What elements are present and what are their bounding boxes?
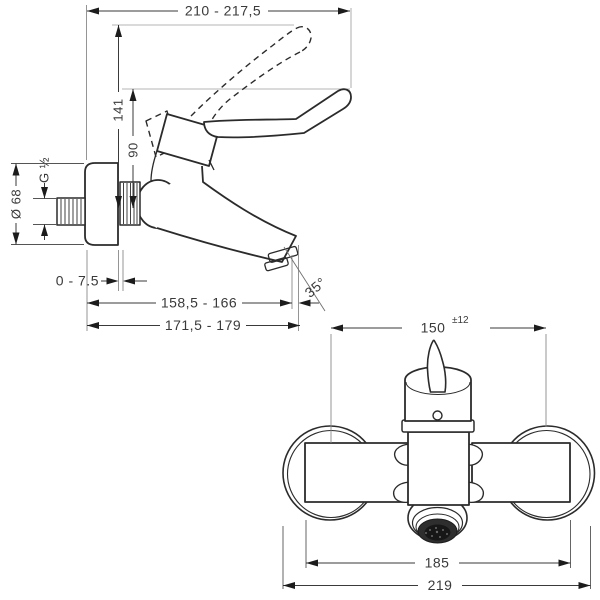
arrowhead <box>578 582 591 589</box>
arrowhead <box>280 299 292 307</box>
arrowhead <box>115 25 122 37</box>
union-hook-left-bottom <box>393 481 411 504</box>
label-bg <box>9 186 23 223</box>
aerator-step-1 <box>267 245 299 263</box>
ext-flange-diameter <box>11 163 84 245</box>
ext-thread <box>33 198 57 225</box>
lever-raised-inner-dashed <box>207 51 301 128</box>
arrowhead <box>283 582 295 589</box>
aerator-step-2 <box>264 256 289 272</box>
arrowhead <box>129 196 137 208</box>
arrowhead <box>288 322 300 329</box>
dim-projection-max-label: 171,5 - 179 <box>165 317 241 333</box>
arrowhead <box>87 7 99 15</box>
dim-flange-diameter-label: Ø 68 <box>9 189 24 219</box>
lever-raised-outer-dashed <box>190 27 298 117</box>
lever-handle-front <box>426 339 447 393</box>
arrowhead <box>41 224 48 236</box>
dim-spout-angle-label: 35° <box>302 274 330 301</box>
arrowhead <box>12 163 20 176</box>
left-union-bar <box>304 442 411 503</box>
dim-wall-adjustment-label: 0 - 7.5 <box>56 273 99 289</box>
aerator-dots <box>425 527 448 538</box>
arrowhead <box>106 277 119 285</box>
union-hook-right-top <box>466 443 483 466</box>
dim-thread-label: G ½ <box>37 157 52 183</box>
label-bg <box>178 4 268 18</box>
lever-handle-side <box>203 88 352 139</box>
arrowhead <box>41 187 48 199</box>
dim-height-90-label: 90 <box>126 142 141 157</box>
dim-height-141-label: 141 <box>111 98 126 121</box>
dim-total-width-label: 219 <box>428 577 453 593</box>
dim-union-width-label: 185 <box>425 555 450 571</box>
arrowhead <box>558 559 571 567</box>
wall-flange <box>84 162 119 246</box>
arrowhead <box>298 299 311 307</box>
arrowhead <box>123 277 135 285</box>
dim-center-tolerance-label: ±12 <box>452 315 469 326</box>
label-bg <box>418 578 462 593</box>
side-view-dimensions: 210 - 217,5 141 90 G ½ Ø 68 0 - 7.5 <box>9 3 350 333</box>
cartridge-block-raised-dashed <box>145 110 178 158</box>
union-nut <box>119 181 141 226</box>
front-view-dimensions: 150 ±12 185 219 <box>282 315 591 593</box>
dim-center-distance-label: 150 <box>421 320 446 336</box>
threaded-connector <box>56 197 86 226</box>
spout-angle-line <box>283 246 326 312</box>
spout-outline <box>156 165 297 263</box>
union-hook-left-top <box>394 443 411 466</box>
thread-lines <box>60 199 82 224</box>
arrowhead <box>331 324 343 332</box>
spout-fill <box>147 166 296 262</box>
dim-projection-min-label: 158,5 - 166 <box>161 295 237 311</box>
union-hook-right-bottom <box>466 481 484 504</box>
arrowhead <box>87 322 99 329</box>
label-bg <box>415 556 459 570</box>
neck-left-edge <box>150 150 158 182</box>
arrowhead <box>534 324 546 332</box>
dim-total-depth-label: 210 - 217,5 <box>185 3 261 19</box>
cylinder-cap-seam <box>405 381 471 395</box>
arrowhead <box>115 196 122 208</box>
arrowhead <box>129 89 137 101</box>
ext-total-width <box>282 526 591 589</box>
body-slab <box>407 431 470 506</box>
right-union-bar <box>471 442 571 503</box>
cartridge-block <box>156 113 220 167</box>
arrowhead <box>338 7 350 15</box>
front-view <box>282 339 596 544</box>
arrowhead <box>87 299 99 307</box>
arrowhead <box>12 232 20 245</box>
body-pin-hole <box>432 410 443 421</box>
ext-union-width <box>305 520 571 568</box>
block-corner-detail <box>208 159 215 171</box>
aerator-side <box>264 245 299 272</box>
side-view <box>56 8 352 272</box>
label-bg <box>160 318 246 333</box>
label-bg <box>126 136 140 165</box>
arrowhead <box>306 559 318 567</box>
lever-raised-tip-dashed <box>296 26 312 53</box>
label-bg <box>156 296 242 310</box>
label-bg <box>111 92 126 129</box>
label-bg <box>402 315 490 331</box>
